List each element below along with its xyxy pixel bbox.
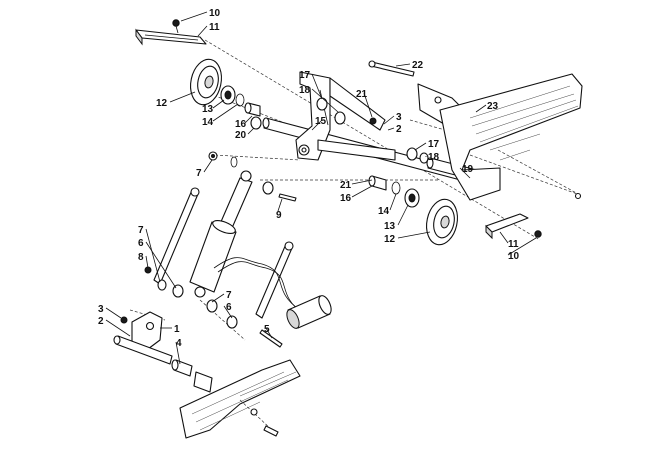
upper-left-spacer-ring [250,116,262,130]
long-bolt [368,60,415,77]
callout-12: 12 [384,234,396,245]
pivot-nut-upper [369,117,377,125]
callout-11: 11 [508,239,519,250]
callout-16: 16 [340,193,352,204]
callout-7: 7 [226,290,232,301]
rear-spacer [368,175,387,191]
callout-13: 13 [384,221,396,232]
callout-21: 21 [356,89,368,100]
rear-shaft-bushings [406,147,429,164]
lower-right-bolt [534,230,542,238]
upper-wear-strip-bracket [135,28,207,46]
front-pivot-arm [295,71,396,161]
callout-22: 22 [412,60,424,71]
callout-6: 6 [226,302,232,313]
leader-lines [105,11,537,365]
callout-8: 8 [138,252,144,263]
upper-left-bearing [220,85,236,105]
left-control-link [153,187,200,285]
lower-pivot-spacer [171,359,193,377]
lower-pivot-shaft [113,335,173,365]
lower-shaft-cylinder [193,371,213,393]
pivot-bushings-upper [316,97,346,125]
shock-absorber [189,170,253,298]
callout-9: 9 [276,210,282,221]
callout-16: 16 [235,119,247,130]
callout-23: 23 [487,101,499,112]
callout-14: 14 [202,117,214,128]
callout-12: 12 [156,98,168,109]
top-bolt [172,19,180,34]
callout-6: 6 [138,238,144,249]
lower-right-idler-wheel [426,198,458,246]
callout-2: 2 [98,316,104,327]
cable-reservoir [286,295,332,329]
right-slide-rail [439,73,583,201]
callout-15: 15 [315,116,327,127]
callout-5: 5 [264,324,270,335]
callout-18: 18 [299,85,311,96]
callout-18: 18 [428,152,440,163]
callout-3: 3 [396,112,402,123]
lower-wear-strip-bracket [485,213,529,240]
shock-hardware [144,151,297,348]
rear-bearing [404,188,420,208]
adjuster-cable [213,257,305,315]
callout-17: 17 [428,139,440,150]
callout-17: 17 [299,70,311,81]
left-slide-rail [179,359,301,439]
callout-3: 3 [98,304,104,315]
callout-1: 1 [174,324,180,335]
callout-11: 11 [209,22,220,33]
rear-snap-ring [391,181,401,195]
upper-left-snap-ring [235,93,245,107]
callout-10: 10 [209,8,221,19]
callout-7: 7 [196,168,202,179]
callout-21: 21 [340,180,352,191]
center-control-link [255,241,294,319]
callout-19: 19 [462,164,474,175]
upper-left-spacer [244,102,261,117]
callout-13: 13 [202,104,214,115]
callout-2: 2 [396,124,402,135]
callout-4: 4 [176,338,182,349]
callout-7: 7 [138,225,144,236]
callout-labels: 10 11 12 13 14 16 20 17 18 15 21 3 2 22 … [98,8,520,349]
callout-10: 10 [508,251,520,262]
upper-left-idler-wheel [190,58,222,106]
callout-14: 14 [378,206,390,217]
callout-20: 20 [235,130,247,141]
